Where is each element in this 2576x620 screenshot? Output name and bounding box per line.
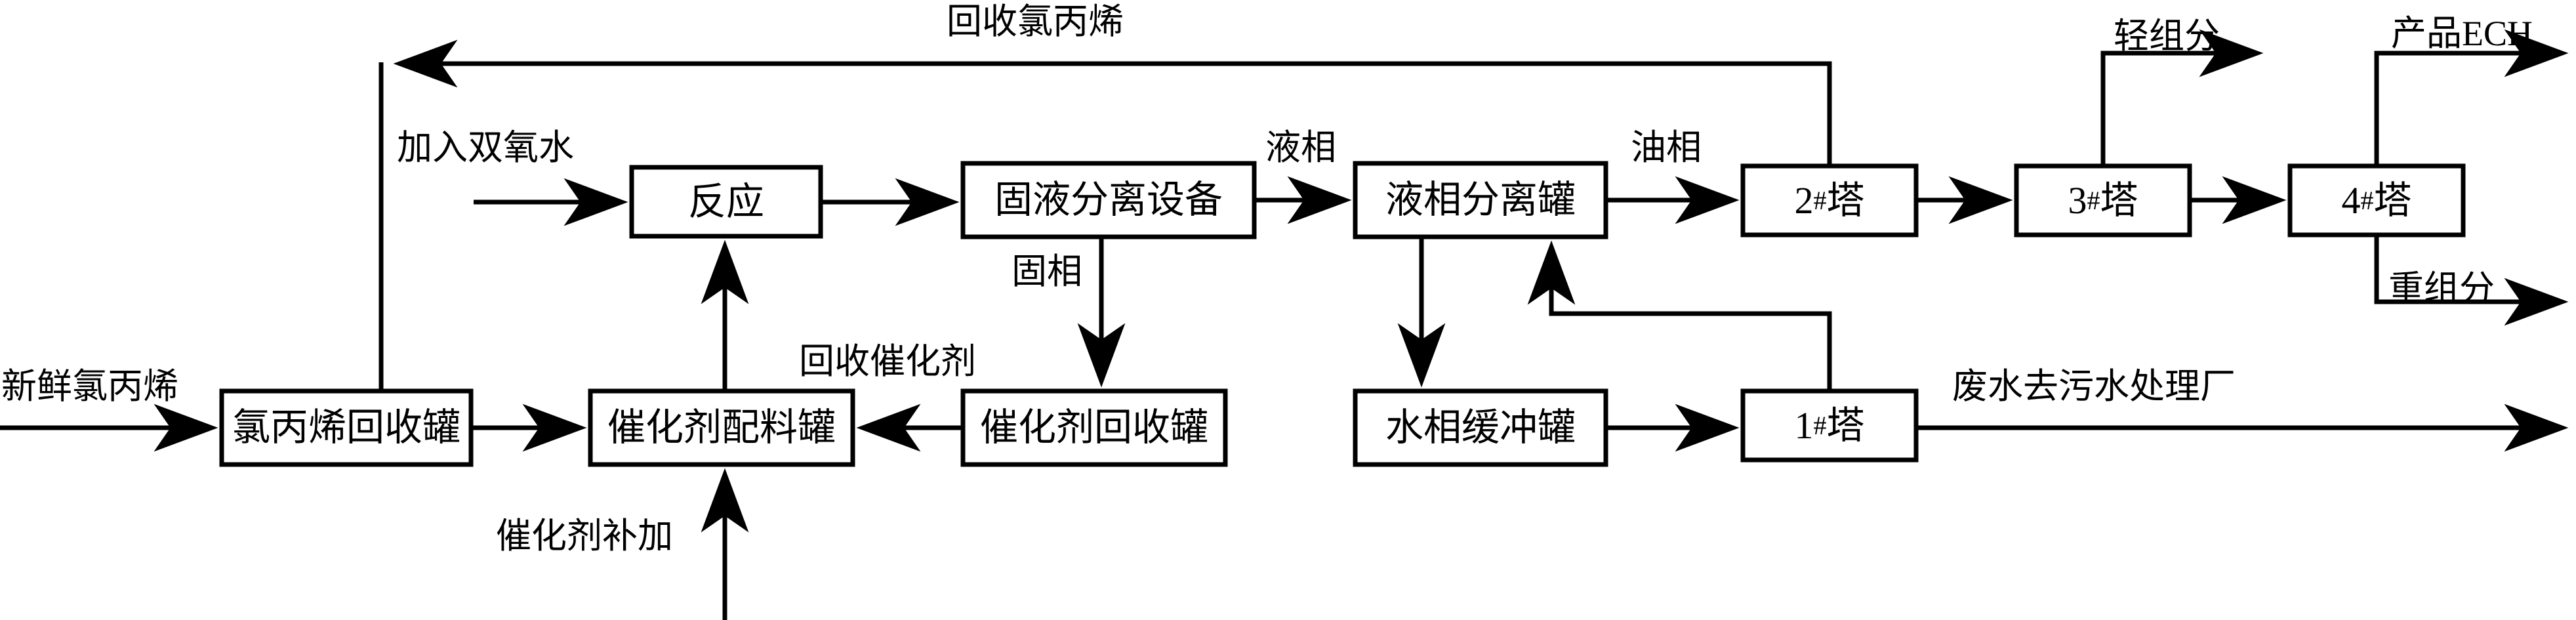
tower-1-number: 1 <box>1794 403 1814 447</box>
stream-label-catalyst-makeup: 催化剂补加 <box>496 516 673 556</box>
stream-label-recycle-allyl-chloride: 回收氯丙烯 <box>947 2 1124 41</box>
stream-label-liquid-phase: 液相 <box>1265 128 1336 167</box>
line-tower2-top-recycle <box>393 39 1832 166</box>
box-label-catalyst-recovery-tank[interactable]: 催化剂回收罐 <box>979 406 1208 449</box>
stream-label-product-ech: 产品ECH <box>2391 14 2533 53</box>
stream-label-heavy-components: 重组分 <box>2388 269 2495 308</box>
line-tower4-product-out <box>2374 29 2569 166</box>
tower-2-number: 2 <box>1794 178 1814 222</box>
box-label-liquid-sep-tank[interactable]: 液相分离罐 <box>1385 178 1576 221</box>
box-label-reaction[interactable]: 反应 <box>687 180 764 223</box>
box-label-catalyst-batch-tank[interactable]: 催化剂配料罐 <box>607 406 836 449</box>
tower-2-word: 塔 <box>1826 178 1865 222</box>
line-tower1-top-to-liquid-sep <box>1527 240 1832 391</box>
box-label-tower-2[interactable]: 2#塔 <box>1794 178 1865 222</box>
tower-4-number: 4 <box>2341 178 2361 222</box>
stream-label-wastewater-to-plant: 废水去污水处理厂 <box>1952 367 2236 406</box>
box-label-tower-3[interactable]: 3#塔 <box>2068 178 2138 222</box>
stream-label-add-hydrogen-peroxide: 加入双氧水 <box>397 128 574 167</box>
tower-1-word: 塔 <box>1826 403 1865 447</box>
stream-label-fresh-allyl-chloride: 新鲜氯丙烯 <box>1 367 178 406</box>
line-tower4-heavy-out <box>2374 235 2569 326</box>
line-tower3-light-out <box>2100 29 2264 166</box>
box-label-allyl-recovery-tank[interactable]: 氯丙烯回收罐 <box>232 406 460 449</box>
box-label-water-buffer-tank[interactable]: 水相缓冲罐 <box>1385 406 1576 449</box>
stream-label-light-components: 轻组分 <box>2114 16 2220 56</box>
box-label-tower-4[interactable]: 4#塔 <box>2341 178 2412 222</box>
tower-3-number: 3 <box>2068 178 2087 222</box>
box-label-tower-1[interactable]: 1#塔 <box>1794 403 1865 447</box>
tower-4-word: 塔 <box>2373 178 2412 222</box>
tower-3-word: 塔 <box>2100 178 2138 222</box>
box-label-solid-liquid-sep[interactable]: 固液分离设备 <box>994 178 1223 221</box>
stream-label-oil-phase: 油相 <box>1631 128 1702 167</box>
stream-label-solid-phase: 固相 <box>1012 252 1082 291</box>
stream-label-recycle-catalyst: 回收催化剂 <box>799 342 976 381</box>
box-rect-catalyst-batch-tank[interactable] <box>588 388 855 467</box>
